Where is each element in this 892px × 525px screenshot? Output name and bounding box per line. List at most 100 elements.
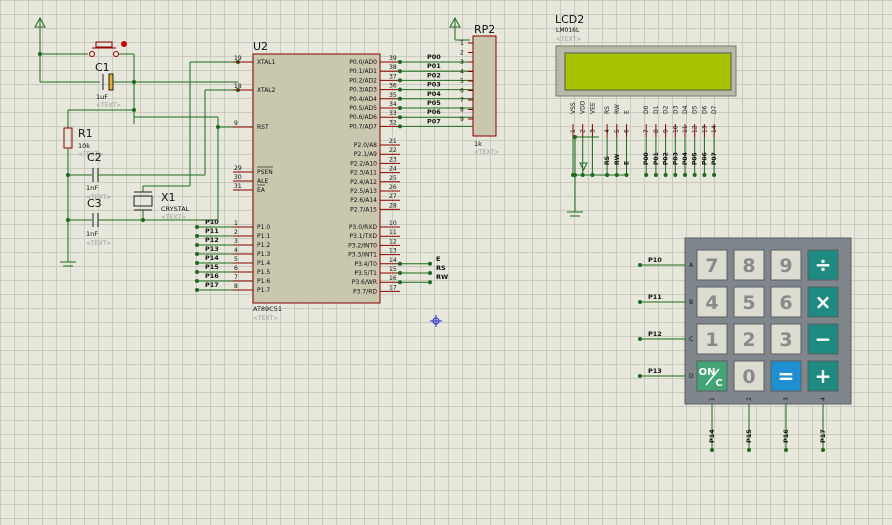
x1-ref: X1 xyxy=(161,191,176,204)
mcu-pin-number: 12 xyxy=(389,238,397,245)
keypad-key[interactable]: − xyxy=(807,323,839,355)
key-face xyxy=(807,360,839,392)
keypad-key[interactable]: ÷ xyxy=(807,249,839,281)
net-terminal xyxy=(195,288,199,292)
x1-crystal[interactable]: X1 CRYSTAL <TEXT> xyxy=(133,186,190,221)
mcu-pin-name: P3.0/RXD xyxy=(349,224,377,231)
mcu-left-pins: 19XTAL118XTAL29RST29PSEN30ALE31EA1P1.0P1… xyxy=(195,55,276,294)
c1-capacitor[interactable]: C1 1uF <TEXT> xyxy=(40,61,238,109)
net-label: P06 xyxy=(701,152,708,165)
net-label: P04 xyxy=(427,90,441,98)
c3-capacitor[interactable]: C3 1nF <TEXT> xyxy=(68,197,218,247)
keypad-key[interactable]: 2 xyxy=(733,323,765,355)
mcu-pin-name: P2.7/A15 xyxy=(350,206,377,213)
mcu-pin-name: P0.2/AD2 xyxy=(349,77,377,84)
mcu-pin-number: 14 xyxy=(389,257,397,264)
net-label: E xyxy=(436,255,440,263)
net-label: P13 xyxy=(205,245,219,253)
net-terminal xyxy=(398,78,402,83)
keypad-key[interactable]: 3 xyxy=(770,323,802,355)
keypad-key[interactable]: = xyxy=(770,360,802,392)
key-slash xyxy=(705,368,720,386)
mcu-ref: U2 xyxy=(253,40,268,53)
mcu-pin-name: P3.6/WR xyxy=(352,279,377,286)
net-terminal xyxy=(398,60,402,64)
lcd-pin-name: D7 xyxy=(711,105,718,114)
keypad-key[interactable]: 8 xyxy=(733,249,765,281)
mcu-pin-name: P0.4/AD4 xyxy=(349,96,377,103)
lcd-display xyxy=(564,52,732,91)
c2-capacitor[interactable]: C2 1nF <TEXT> xyxy=(68,151,205,201)
mcu-pin-number: 30 xyxy=(234,174,242,181)
keypad-col-number: 3 xyxy=(783,397,790,401)
mcu-pin-number: 23 xyxy=(389,156,397,163)
key-face xyxy=(733,249,765,281)
net-label: P12 xyxy=(648,330,662,338)
lcd-text-tag: <TEXT> xyxy=(556,36,581,43)
keypad-key[interactable]: 5 xyxy=(733,286,765,318)
lcd-module[interactable]: LCD2 LM016L <TEXT> VSS1VDD2VEE3RS4RSRW5R… xyxy=(555,13,737,177)
keypad-key[interactable]: ONC xyxy=(696,360,728,392)
lcd-pin-name: D0 xyxy=(643,105,650,114)
mcu-part: AT89C51 xyxy=(253,305,282,313)
reset-pushbutton[interactable] xyxy=(40,41,135,124)
key-face xyxy=(770,360,802,392)
mcu-pin-name: P0.6/AD6 xyxy=(349,114,377,121)
net-label: P07 xyxy=(427,117,441,125)
keypad-key[interactable]: 4 xyxy=(696,286,728,318)
net-label: P14 xyxy=(205,254,219,262)
keypad-key[interactable]: 7 xyxy=(696,249,728,281)
mcu-pin-name: P2.3/A11 xyxy=(350,170,377,177)
net-terminal xyxy=(195,234,199,238)
net-terminal xyxy=(398,106,402,110)
vcc-terminal-top-left[interactable] xyxy=(34,16,46,82)
mcu-pin-number: 36 xyxy=(389,83,397,90)
mcu-pin-name: P1.3 xyxy=(257,251,270,258)
r1-resistor[interactable]: R1 10k <TEXT> xyxy=(63,109,134,175)
mcu-pin-name: P3.3/INT1 xyxy=(348,252,377,259)
mcu-pin-number: 2 xyxy=(234,229,238,236)
net-label: P04 xyxy=(682,152,689,165)
mcu-pin-name: P3.5/T1 xyxy=(354,270,377,277)
key-label: 2 xyxy=(742,329,755,351)
rp2-value: 1k xyxy=(474,140,482,148)
lcd-pin-name: D2 xyxy=(663,105,670,114)
mcu-pin-number: 9 xyxy=(234,120,238,127)
net-label: P01 xyxy=(427,62,441,70)
mcu-pin-number: 17 xyxy=(389,284,397,291)
net-terminal xyxy=(712,173,717,177)
keypad-key[interactable]: 6 xyxy=(770,286,802,318)
mcu-pin-number: 18 xyxy=(234,83,242,90)
mcu-pin-number: 8 xyxy=(234,283,238,290)
net-terminal xyxy=(195,252,199,256)
vcc-terminal-rp2[interactable] xyxy=(449,16,470,41)
mcu-pin-number: 3 xyxy=(234,238,238,245)
mcu-u2[interactable]: U2 AT89C51 <TEXT> 19XTAL118XTAL29RST29PS… xyxy=(195,40,473,322)
mcu-pin-number: 15 xyxy=(389,266,397,273)
keypad-key[interactable]: + xyxy=(807,360,839,392)
lcd-pin-name: D6 xyxy=(701,105,708,114)
lcd-pin-name: RS xyxy=(604,106,611,114)
keypad-key[interactable]: × xyxy=(807,286,839,318)
key-label: 0 xyxy=(742,366,755,388)
keypad-key[interactable]: 9 xyxy=(770,249,802,281)
net-terminal xyxy=(398,96,402,101)
key-face xyxy=(696,286,728,318)
net-label: RS xyxy=(436,264,446,272)
net-label: P06 xyxy=(427,108,441,116)
c3-text-tag: <TEXT> xyxy=(86,240,111,247)
mcu-pin-number: 22 xyxy=(389,147,397,154)
net-terminal xyxy=(638,263,642,267)
net-terminal xyxy=(692,173,697,177)
mcu-pin-number: 1 xyxy=(234,220,238,227)
keypad-key[interactable]: 0 xyxy=(733,360,765,392)
key-label: ÷ xyxy=(815,253,832,277)
key-label: 3 xyxy=(779,329,792,351)
keypad-key[interactable]: 1 xyxy=(696,323,728,355)
keypad-row-letter: A xyxy=(689,262,694,269)
net-terminal xyxy=(428,280,432,285)
lcd-pin-name: VDD xyxy=(580,100,587,114)
